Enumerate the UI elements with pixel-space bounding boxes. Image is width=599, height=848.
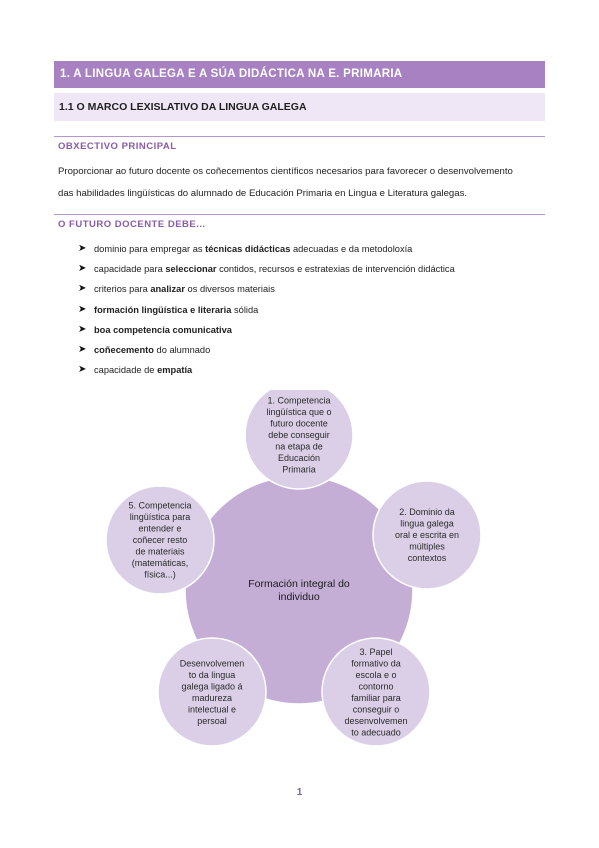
- subsection-title: 1.1 O MARCO LEXISLATIVO DA LINGUA GALEGA: [54, 93, 545, 121]
- arrow-bullet-icon: ➤: [78, 263, 87, 275]
- page-number: 1: [296, 787, 303, 798]
- list-item-text: capacidade de empatía: [94, 363, 192, 377]
- list-item: ➤ boa competencia comunicativa: [78, 323, 455, 343]
- emphasis-text: coñecemento: [94, 344, 154, 355]
- satellite-circle-2: [372, 480, 482, 590]
- arrow-bullet-icon: ➤: [78, 364, 87, 376]
- text-run: capacidade para: [94, 264, 166, 275]
- list-item: ➤ coñecemento do alumnado: [78, 343, 455, 363]
- objective-text: Proporcionar ao futuro docente os coñece…: [58, 161, 544, 205]
- text-run: capacidade de: [94, 365, 158, 376]
- emphasis-text: analizar: [150, 284, 185, 295]
- text-run: os diversos materiais: [184, 284, 275, 295]
- divider: [54, 136, 545, 137]
- arrow-bullet-icon: ➤: [78, 303, 87, 315]
- list-item-text: capacidade para seleccionar contidos, re…: [94, 262, 455, 276]
- text-run: adecuadas e da metodoloxía: [290, 244, 413, 254]
- emphasis-text: formación lingüística e literaria: [94, 304, 232, 315]
- emphasis-text: técnicas didácticas: [205, 244, 291, 254]
- arrow-bullet-icon: ➤: [78, 243, 87, 254]
- satellite-circle-5: [105, 485, 215, 595]
- list-item-text: dominio para empregar as técnicas didáct…: [94, 242, 412, 256]
- emphasis-text: boa competencia comunicativa: [94, 324, 232, 335]
- objective-label: OBXECTIVO PRINCIPAL: [58, 141, 177, 152]
- text-run: sólida: [231, 304, 259, 315]
- list-item-text: formación lingüística e literaria sólida: [94, 303, 258, 317]
- list-item: ➤ dominio para empregar as técnicas didác…: [78, 242, 455, 262]
- section-title: 1. A LINGUA GALEGA E A SÚA DIDÁCTICA NA …: [54, 61, 545, 88]
- text-run: contidos, recursos e estratexias de inte…: [216, 264, 455, 275]
- emphasis-text: seleccionar: [165, 264, 217, 275]
- list-item: ➤ capacidade de empatía: [78, 363, 455, 383]
- satellite-circle-1: [244, 390, 354, 490]
- satellite-circle-4: [157, 637, 267, 747]
- arrow-bullet-icon: ➤: [78, 283, 87, 295]
- list-item: ➤ formación lingüística e literaria sólid…: [78, 303, 455, 323]
- list-item: ➤ criterios para analizar os diversos mat…: [78, 282, 455, 302]
- divider: [54, 214, 545, 215]
- future-list: ➤ dominio para empregar as técnicas didác…: [78, 242, 455, 383]
- arrow-bullet-icon: ➤: [78, 323, 87, 335]
- text-run: dominio para empregar as: [94, 244, 206, 254]
- objective-line-2: das habilidades lingüísticas do alumnado…: [58, 188, 468, 199]
- emphasis-text: empatía: [157, 365, 193, 376]
- list-item: ➤ capacidade para seleccionar contidos, r…: [78, 262, 455, 282]
- list-item-text: boa competencia comunicativa: [94, 323, 232, 337]
- list-item-text: criterios para analizar os diversos mate…: [94, 282, 275, 296]
- text-run: criterios para: [94, 284, 151, 295]
- arrow-bullet-icon: ➤: [78, 343, 87, 355]
- future-label: O FUTURO DOCENTE DEBE...: [58, 219, 206, 230]
- objective-line-1: Proporcionar ao futuro docente os coñece…: [58, 166, 513, 177]
- text-run: do alumnado: [153, 344, 211, 355]
- list-item-text: coñecemento do alumnado: [94, 343, 210, 357]
- satellite-circle-3: [321, 637, 431, 747]
